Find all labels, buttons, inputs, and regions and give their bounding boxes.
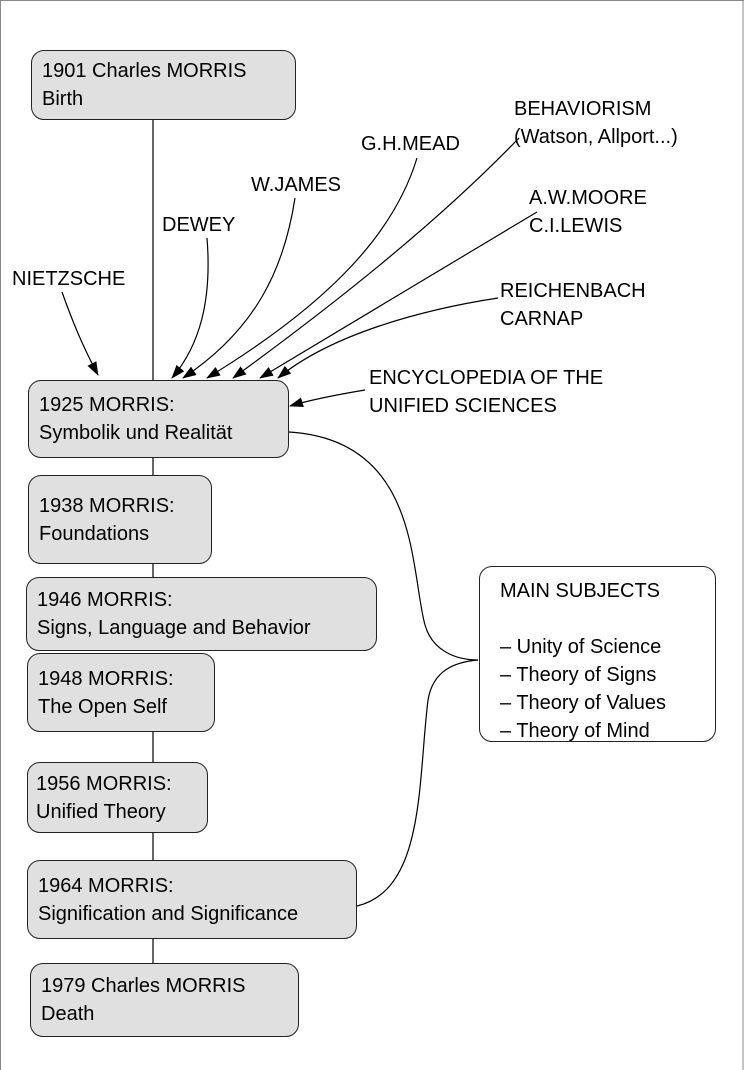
subject-item: – Unity of Science <box>500 636 662 658</box>
node-year-label: 1964 MORRIS: <box>38 874 174 897</box>
node-event-label: Signification and Significance <box>38 902 299 925</box>
influence-label: G.H.MEAD <box>361 133 460 155</box>
node-event-label: Signs, Language and Behavior <box>37 617 311 639</box>
node-year-label: 1901 Charles MORRIS <box>42 60 247 82</box>
subjects-bracket-lower <box>356 659 479 907</box>
arrow-encyclopedia <box>289 389 366 408</box>
node-event-label: The Open Self <box>38 695 167 718</box>
node-1956-unified-theory: 1956 MORRIS: Unified Theory <box>27 762 208 833</box>
node-year-label: 1948 MORRIS: <box>38 667 174 690</box>
node-1964-signification: 1964 MORRIS: Signification and Significa… <box>27 860 357 939</box>
main-subjects-title: MAIN SUBJECTS <box>500 580 661 602</box>
subject-item: – Theory of Signs <box>500 664 657 686</box>
influence-mead: G.H.MEAD <box>361 130 460 158</box>
spacer <box>500 605 695 633</box>
arrow-james <box>182 197 296 379</box>
influence-moore-lewis: A.W.MOORE C.I.LEWIS <box>529 184 647 240</box>
arrow-nietzsche <box>61 291 99 376</box>
influence-dewey: DEWEY <box>162 211 235 239</box>
influence-label: C.I.LEWIS <box>529 215 623 237</box>
main-subjects-box: MAIN SUBJECTS – Unity of Science – Theor… <box>479 566 716 742</box>
influence-label: (Watson, Allport...) <box>514 126 678 148</box>
influence-behaviorism: BEHAVIORISM (Watson, Allport...) <box>514 95 678 151</box>
arrow-reichenbach-carnap <box>277 297 499 379</box>
influence-encyclopedia: ENCYCLOPEDIA OF THE UNIFIED SCIENCES <box>369 364 603 420</box>
subject-item: – Theory of Mind <box>500 720 650 742</box>
node-1901-birth: 1901 Charles MORRIS Birth <box>31 50 296 120</box>
influence-label: BEHAVIORISM <box>514 98 652 120</box>
subject-item: – Theory of Values <box>500 692 667 714</box>
node-1946-signs: 1946 MORRIS: Signs, Language and Behavio… <box>26 577 377 651</box>
influence-nietzsche: NIETZSCHE <box>12 265 125 293</box>
arrow-moore-lewis <box>259 211 538 379</box>
node-1948-open-self: 1948 MORRIS: The Open Self <box>27 653 215 732</box>
influence-label: A.W.MOORE <box>529 187 647 209</box>
influence-label: REICHENBACH <box>500 280 646 302</box>
node-year-label: 1925 MORRIS: <box>39 394 175 416</box>
node-event-label: Symbolik und Realität <box>39 422 233 444</box>
arrow-behaviorism <box>232 137 520 379</box>
influence-reichenbach-carnap: REICHENBACH CARNAP <box>500 277 646 333</box>
node-event-label: Foundations <box>39 522 150 545</box>
node-event-label: Unified Theory <box>36 800 166 823</box>
arrow-dewey <box>171 237 209 379</box>
node-1925-symbolik: 1925 MORRIS: Symbolik und Realität <box>28 380 289 458</box>
node-year-label: 1946 MORRIS: <box>37 589 173 611</box>
influence-label: W.JAMES <box>251 174 342 196</box>
subjects-bracket-upper <box>288 431 479 661</box>
node-event-label: Death <box>41 1003 95 1025</box>
node-year-label: 1938 MORRIS: <box>39 494 175 517</box>
influence-james: W.JAMES <box>251 171 341 199</box>
influence-label: NIETZSCHE <box>12 268 126 290</box>
influence-label: ENCYCLOPEDIA OF THE <box>369 367 604 389</box>
influence-label: DEWEY <box>162 214 236 236</box>
arrow-mead <box>206 157 418 379</box>
node-year-label: 1979 Charles MORRIS <box>41 975 246 997</box>
node-1979-death: 1979 Charles MORRIS Death <box>30 963 299 1037</box>
node-event-label: Birth <box>42 88 84 110</box>
influence-label: UNIFIED SCIENCES <box>369 395 557 417</box>
influence-label: CARNAP <box>500 308 584 330</box>
node-1938-foundations: 1938 MORRIS: Foundations <box>28 475 212 564</box>
node-year-label: 1956 MORRIS: <box>36 772 172 795</box>
